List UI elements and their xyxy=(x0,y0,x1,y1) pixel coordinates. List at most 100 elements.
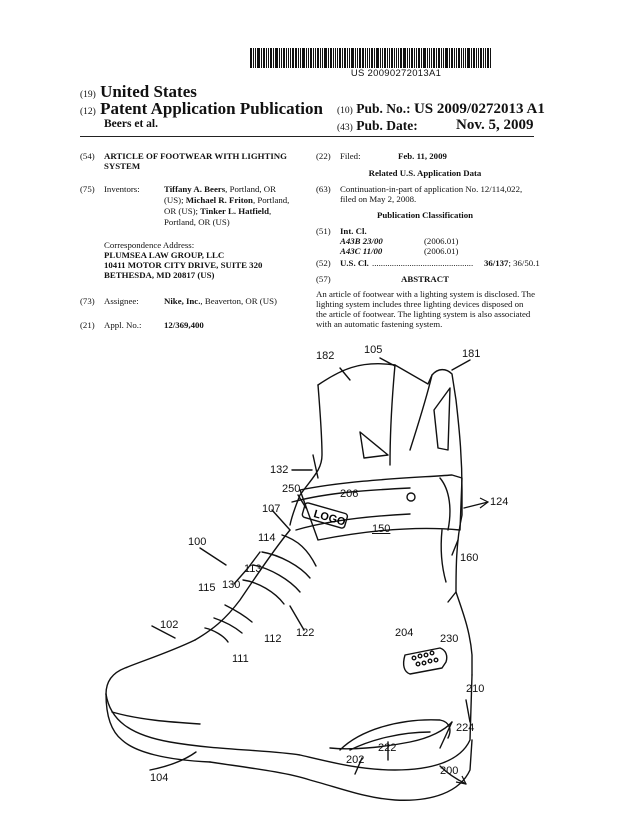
barcode-bar xyxy=(275,48,278,68)
ref-107: 107 xyxy=(262,503,281,515)
inventors-label: Inventors: xyxy=(104,184,140,194)
barcode-bar xyxy=(359,48,361,68)
led-4 xyxy=(429,650,435,656)
barcode-bar xyxy=(295,48,297,68)
barcode-bar xyxy=(411,48,413,68)
filed-label: Filed: xyxy=(340,151,361,161)
barcode-bar xyxy=(355,48,356,68)
barcode-bar xyxy=(456,48,457,68)
inventor-1-name: Tiffany A. Beers xyxy=(164,184,226,194)
barcode-bar xyxy=(382,48,383,68)
continuation-line-1: Continuation-in-part of application No. … xyxy=(340,184,523,194)
ref-112: 112 xyxy=(264,633,282,645)
light-pod xyxy=(402,647,448,675)
arrow-124 xyxy=(479,497,489,509)
barcode-bar xyxy=(389,48,390,68)
inventor-short: Beers et al. xyxy=(104,118,158,130)
logo-plate xyxy=(301,502,349,529)
barcode-bar xyxy=(273,48,274,68)
barcode-bar xyxy=(438,48,440,68)
filed-code: (22) xyxy=(316,151,331,161)
ref-182: 182 xyxy=(316,350,335,362)
leader-124 xyxy=(463,501,489,509)
strap-rivet xyxy=(406,492,416,502)
barcode-bar xyxy=(458,48,460,68)
abstract-code: (57) xyxy=(316,274,331,284)
barcode-bar xyxy=(324,48,327,68)
ref-222: 222 xyxy=(378,742,397,754)
uscl-primary: 36/137 xyxy=(484,258,509,268)
pub-date-line: (43) Pub. Date: xyxy=(337,118,418,134)
uscl-value: 36/137; 36/50.1 xyxy=(484,258,540,269)
barcode-bar xyxy=(387,48,388,68)
ref-132: 132 xyxy=(270,464,289,476)
upper-outline xyxy=(317,363,473,676)
abstract-heading: ABSTRACT xyxy=(401,274,449,284)
sole-upper-edge xyxy=(105,674,473,771)
ref-150: 150 xyxy=(372,523,391,535)
strap-band-bottom xyxy=(295,513,411,531)
leader-105 xyxy=(379,357,396,367)
barcode-bar xyxy=(315,48,316,68)
filed-date: Feb. 11, 2009 xyxy=(398,151,447,161)
strap-edge xyxy=(439,477,451,531)
abstract-line-1: An article of footwear with a lighting s… xyxy=(316,289,535,299)
pub-no-label: Pub. No.: xyxy=(356,101,411,116)
barcode-bar xyxy=(292,48,294,68)
strap-vertical-edge xyxy=(233,551,261,585)
barcode-bar xyxy=(451,48,453,68)
barcode-bar xyxy=(471,48,472,68)
barcode-bar xyxy=(465,48,466,68)
barcode-bar xyxy=(423,48,426,68)
barcode-bar xyxy=(339,48,341,68)
barcode-bar xyxy=(357,48,358,68)
ref-160: 160 xyxy=(460,552,479,564)
barcode-bar xyxy=(257,48,260,68)
assignee: Nike, Inc., Beaverton, OR (US) xyxy=(164,296,277,307)
barcode-bar xyxy=(365,48,366,68)
sole-window-inner xyxy=(349,731,431,751)
barcode-bar xyxy=(443,48,444,68)
barcode-bar xyxy=(290,48,291,68)
barcode-bar xyxy=(335,48,336,68)
barcode-number: US 20090272013A1 xyxy=(350,68,442,79)
inventor-line-3: OR (US); Tinker L. Hatfield, xyxy=(164,206,271,217)
barcode-bar xyxy=(333,48,334,68)
barcode-bar xyxy=(416,48,417,68)
ref-104: 104 xyxy=(150,772,169,784)
uscl-secondary: ; 36/50.1 xyxy=(508,258,540,268)
pub-date-label: Pub. Date: xyxy=(356,118,418,133)
barcode-bar xyxy=(283,48,285,68)
strap-lower-1 xyxy=(261,551,311,579)
ankle-strap xyxy=(299,474,463,541)
country-line: (19) United States xyxy=(80,82,197,102)
barcode-bar xyxy=(337,48,338,68)
led-8 xyxy=(433,657,439,663)
ref-202: 202 xyxy=(346,754,365,766)
barcode-bar xyxy=(431,48,432,68)
strap-lower-2 xyxy=(252,564,301,593)
inventor-1-rest: , Portland, OR xyxy=(225,184,276,194)
intcl-year-2: (2006.01) xyxy=(424,246,459,256)
inventor-2-name: Michael R. Friton xyxy=(185,195,253,205)
barcode-bar xyxy=(281,48,282,68)
led-5 xyxy=(415,661,421,667)
barcode-bar xyxy=(300,48,301,68)
inventor-3-rest: , xyxy=(269,206,272,216)
arrow-200 xyxy=(455,775,467,785)
leader-224 xyxy=(465,699,471,723)
barcode-bar xyxy=(394,48,395,68)
ref-124: 124 xyxy=(490,496,509,508)
pub-no: US 2009/0272013 A1 xyxy=(413,101,545,117)
barcode-bar xyxy=(313,48,314,68)
lace-cord xyxy=(312,454,319,479)
barcode-bar xyxy=(320,48,321,68)
heel-counter-line xyxy=(440,529,447,583)
lace-strap-3 xyxy=(204,627,229,643)
barcode-bar xyxy=(279,48,280,68)
barcode xyxy=(250,48,532,68)
ref-114: 114 xyxy=(258,532,276,544)
ref-115: 115 xyxy=(198,582,216,594)
barcode-bar xyxy=(374,48,375,68)
correspondence-line-1: PLUMSEA LAW GROUP, LLC xyxy=(104,250,225,260)
